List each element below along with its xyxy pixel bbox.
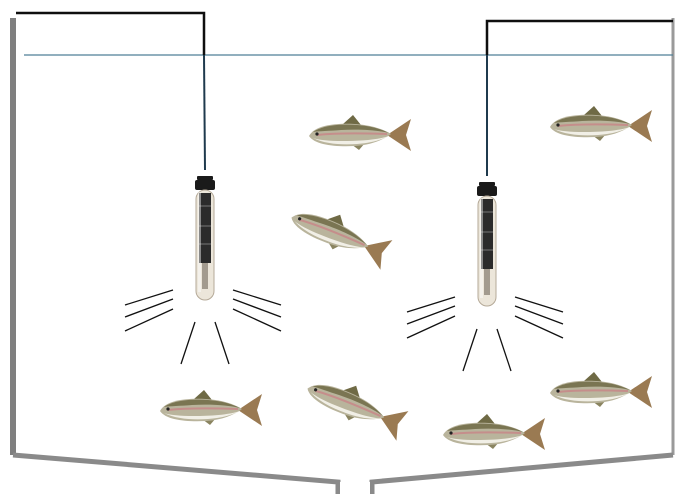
cables xyxy=(16,13,673,176)
light-right-rays xyxy=(407,297,563,371)
salmon-fish-icon xyxy=(443,414,545,450)
submerged-light-icon xyxy=(195,176,215,300)
salmon-fish-icon xyxy=(550,372,652,408)
cable-left xyxy=(16,13,204,55)
tank-bottom-left xyxy=(13,455,338,494)
tank-bottom-right xyxy=(372,455,673,494)
cable-right xyxy=(487,21,673,55)
salmon-fish-icon xyxy=(309,115,411,151)
salmon-fish-icon xyxy=(286,198,394,270)
salmon-fish-icon xyxy=(302,369,410,441)
cable-left-submerged xyxy=(204,55,205,170)
tank xyxy=(13,18,673,494)
drain-pipe xyxy=(340,482,370,494)
light-left-rays xyxy=(125,290,281,364)
salmon-fish-icon xyxy=(550,106,652,142)
submerged-light-icon xyxy=(477,182,497,306)
salmon-fish-icon xyxy=(160,390,262,426)
